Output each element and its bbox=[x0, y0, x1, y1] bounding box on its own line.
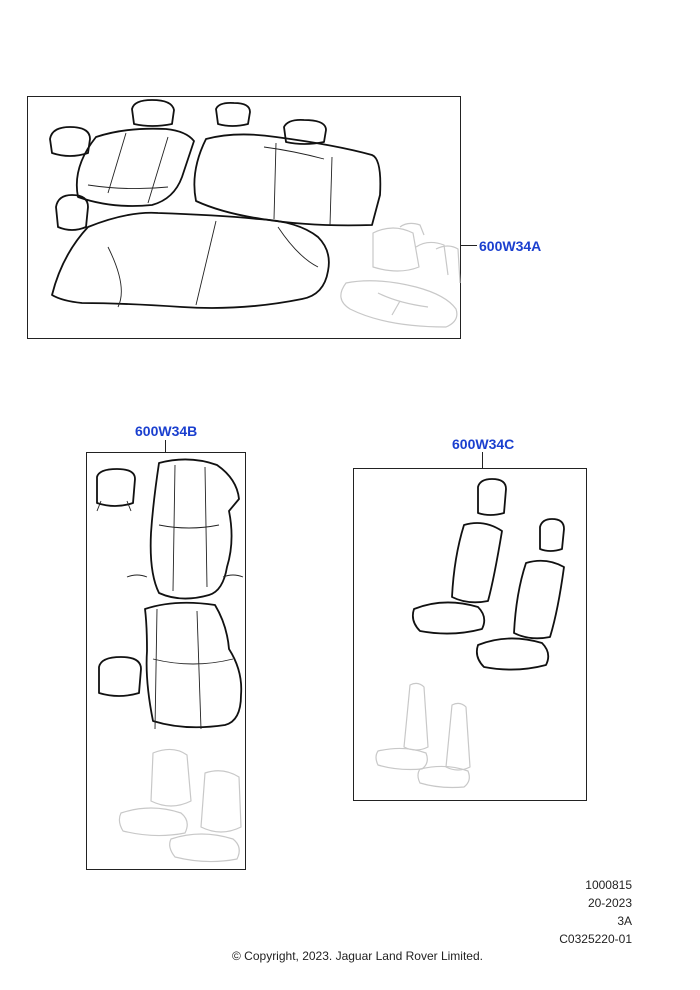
seat-cover-lower bbox=[144, 601, 243, 729]
reference-line-2: 20-2023 bbox=[587, 896, 632, 910]
cushion-cover bbox=[51, 211, 330, 309]
cushion-cover-c1 bbox=[411, 601, 486, 635]
leader-line-600w34a bbox=[461, 245, 477, 247]
reference-line-4: C0325220-01 bbox=[559, 932, 632, 946]
panel-600w34c bbox=[353, 468, 587, 801]
backrest-cover-c1 bbox=[451, 522, 503, 604]
leader-line-600w34c bbox=[482, 452, 484, 468]
headrest-cover-4 bbox=[283, 118, 327, 145]
headrest-cover-upper bbox=[96, 468, 136, 507]
seat-cover-upper bbox=[149, 458, 240, 600]
leader-line-600w34b bbox=[165, 440, 167, 452]
front-seat-covers-drawing bbox=[96, 458, 244, 863]
callout-600w34c[interactable]: 600W34C bbox=[452, 436, 515, 452]
reference-line-1: 1000815 bbox=[585, 878, 632, 892]
backrest-cover-c2 bbox=[513, 559, 565, 640]
copyright-text: © Copyright, 2023. Jaguar Land Rover Lim… bbox=[232, 949, 483, 963]
headrest-cover-3 bbox=[215, 101, 251, 127]
reference-front-seat-ghost bbox=[118, 748, 242, 863]
reference-seat-ghost bbox=[340, 222, 461, 328]
headrest-cover-c1 bbox=[477, 478, 507, 516]
callout-600w34a[interactable]: 600W34A bbox=[479, 238, 542, 254]
headrest-cover-c2 bbox=[539, 518, 565, 552]
headrest-cover-5 bbox=[55, 194, 89, 231]
backrest-cover-right bbox=[193, 133, 382, 227]
cushion-cover-c2 bbox=[475, 637, 550, 671]
headrest-cover-1 bbox=[49, 126, 91, 157]
headrest-cover-2 bbox=[131, 99, 175, 127]
reference-line-3: 3A bbox=[617, 914, 632, 928]
panel-600w34b bbox=[86, 452, 246, 870]
reference-block: 1000815 20-2023 3A C0325220-01 bbox=[512, 878, 632, 946]
headrest-cover-lower bbox=[98, 656, 142, 697]
callout-600w34b[interactable]: 600W34B bbox=[135, 423, 198, 439]
panel-600w34a bbox=[27, 96, 461, 339]
reference-third-row-ghost bbox=[375, 682, 471, 789]
backrest-cover-left bbox=[75, 127, 195, 207]
third-row-seat-covers-drawing bbox=[375, 478, 565, 789]
rear-seat-covers-drawing bbox=[49, 99, 461, 328]
